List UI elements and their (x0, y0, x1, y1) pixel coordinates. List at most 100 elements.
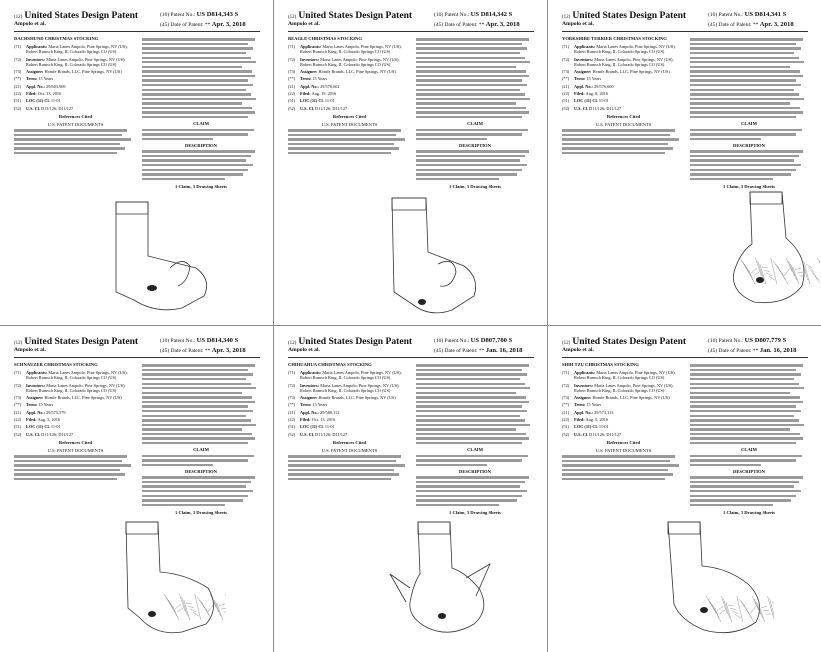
text-line (142, 150, 256, 153)
field-value: D11/126; D11/127 (589, 431, 622, 437)
text-line (416, 494, 523, 498)
field-label: Appl. No.: (300, 83, 319, 89)
text-line (416, 503, 499, 507)
text-line (416, 382, 525, 385)
bib-field: (52) U.S. Cl. D11/126; D11/127 (14, 432, 137, 437)
text-line (142, 428, 243, 431)
text-line (142, 97, 257, 101)
references-heading: References Cited (606, 113, 641, 119)
design-figure (644, 518, 798, 647)
bib-field: (21) Appl. No.: 29/580,112 (288, 410, 411, 415)
field-code: (51) (562, 98, 570, 104)
text-line (142, 503, 225, 507)
bib-field: (72) Inventors: Maria Lanes Ampolo, Pine… (288, 383, 411, 394)
date-label: Date of Patent: (444, 348, 478, 354)
text-line (142, 432, 252, 436)
bibliographic-column: DACHSHUND CHRISTMAS STOCKING (71) Applic… (14, 36, 137, 157)
text-line (416, 373, 527, 376)
patent-header: (12)United States Design Patent Ampolo e… (14, 336, 264, 360)
text-line (416, 485, 520, 488)
text-line (690, 70, 800, 73)
text-line (416, 70, 526, 73)
text-line (690, 61, 805, 64)
patent-header: (12)United States Design Patent Ampolo e… (288, 10, 538, 34)
text-line (14, 468, 120, 472)
references-subheading: U.S. PATENT DOCUMENTS (321, 121, 378, 127)
references-column: CLAIM DESCRIPTION 1 Claim, 3 Drawing She… (416, 36, 534, 189)
field-code: (22) (14, 417, 22, 423)
text-line (14, 147, 125, 150)
text-line (416, 490, 527, 493)
text-line (690, 65, 791, 69)
field-value: Maria Lanes Ampolo, Pine Springs, NV (US… (300, 382, 400, 393)
text-line (416, 387, 531, 390)
text-line (14, 129, 128, 132)
date-label: Date of Patent: (444, 22, 478, 28)
bib-field: (52) U.S. Cl. D11/126; D11/127 (562, 106, 685, 111)
patent-number: US D814,342 S (470, 11, 513, 18)
inventor-line: Ampolo et al. (288, 21, 320, 27)
date-code: (45) (160, 348, 170, 354)
text-line (562, 138, 679, 141)
text-line (690, 419, 799, 422)
text-line (14, 478, 118, 481)
field-code: (72) (288, 382, 296, 388)
patent-no-code: (10) (434, 12, 444, 18)
claims-footer: 1 Claim, 3 Drawing Sheets (723, 184, 775, 190)
bib-field: (71) Applicants: Maria Lanes Ampolo, Pin… (288, 370, 411, 381)
text-line (288, 464, 405, 467)
text-line (690, 47, 801, 50)
design-title: BEAGLE CHRISTMAS STOCKING (288, 36, 362, 41)
text-line (690, 56, 799, 59)
field-value: 29/573,113 (594, 409, 614, 415)
text-line (142, 70, 252, 73)
field-label: LOC (11) Cl. (574, 424, 598, 430)
field-value: 11-01 (598, 424, 609, 430)
field-label: Appl. No.: (26, 409, 45, 415)
text-line (142, 490, 253, 493)
field-value: D11/126; D11/127 (315, 105, 348, 111)
field-value: Maria Lanes Ampolo, Pine Springs, NV (US… (574, 382, 674, 393)
text-line (416, 65, 517, 69)
text-line (416, 499, 518, 502)
text-line (142, 396, 252, 399)
bib-field: (22) Filed: Aug. 5, 2016 (14, 417, 137, 422)
kind-code: (12) (14, 341, 23, 346)
bib-field: (22) Filed: Oct. 13, 2016 (14, 91, 137, 96)
text-line (14, 455, 128, 458)
text-line (142, 79, 249, 82)
text-line (690, 42, 797, 46)
text-line (416, 38, 530, 41)
field-code: (**) (14, 76, 22, 82)
date-label: Date of Patent: (170, 22, 204, 28)
text-line (142, 47, 253, 50)
field-label: Applicants: (26, 44, 48, 49)
text-line (142, 391, 243, 395)
patent-page: (12)United States Design Patent Ampolo e… (0, 0, 273, 325)
date-label: Date of Patent: (170, 348, 204, 354)
text-line (690, 405, 797, 408)
text-line (690, 391, 791, 395)
bibliographic-column: BEAGLE CHRISTMAS STOCKING (71) Applicant… (288, 36, 411, 157)
text-line (416, 396, 526, 399)
references-subheading: U.S. PATENT DOCUMENTS (47, 121, 104, 127)
text-line (690, 437, 804, 440)
text-line (416, 377, 520, 381)
patent-header: (12)United States Design Patent Ampolo e… (562, 10, 812, 34)
bib-field: (71) Applicants: Maria Lanes Ampolo, Pin… (288, 44, 411, 55)
design-title: SCHNAUZER CHRISTMAS STOCKING (14, 362, 98, 367)
inventor-line: Ampolo et al. (562, 347, 594, 353)
field-label: Filed: (300, 417, 311, 423)
field-code: (21) (14, 409, 22, 415)
field-value: 29/576,600 (594, 83, 614, 89)
text-line (142, 382, 251, 385)
bib-field: (21) Appl. No.: 29/575,579 (14, 410, 137, 415)
references-subheading: U.S. PATENT DOCUMENTS (595, 447, 652, 453)
field-label: U.S. Cl. (300, 431, 315, 437)
field-code: (**) (14, 402, 22, 408)
field-code: (51) (288, 98, 296, 104)
claims-footer: 1 Claim, 3 Drawing Sheets (449, 184, 501, 190)
bib-field: (73) Assignee: Homfe Brands, LLC, Pine S… (14, 69, 137, 74)
field-code: (71) (288, 370, 296, 375)
text-line (142, 177, 225, 181)
